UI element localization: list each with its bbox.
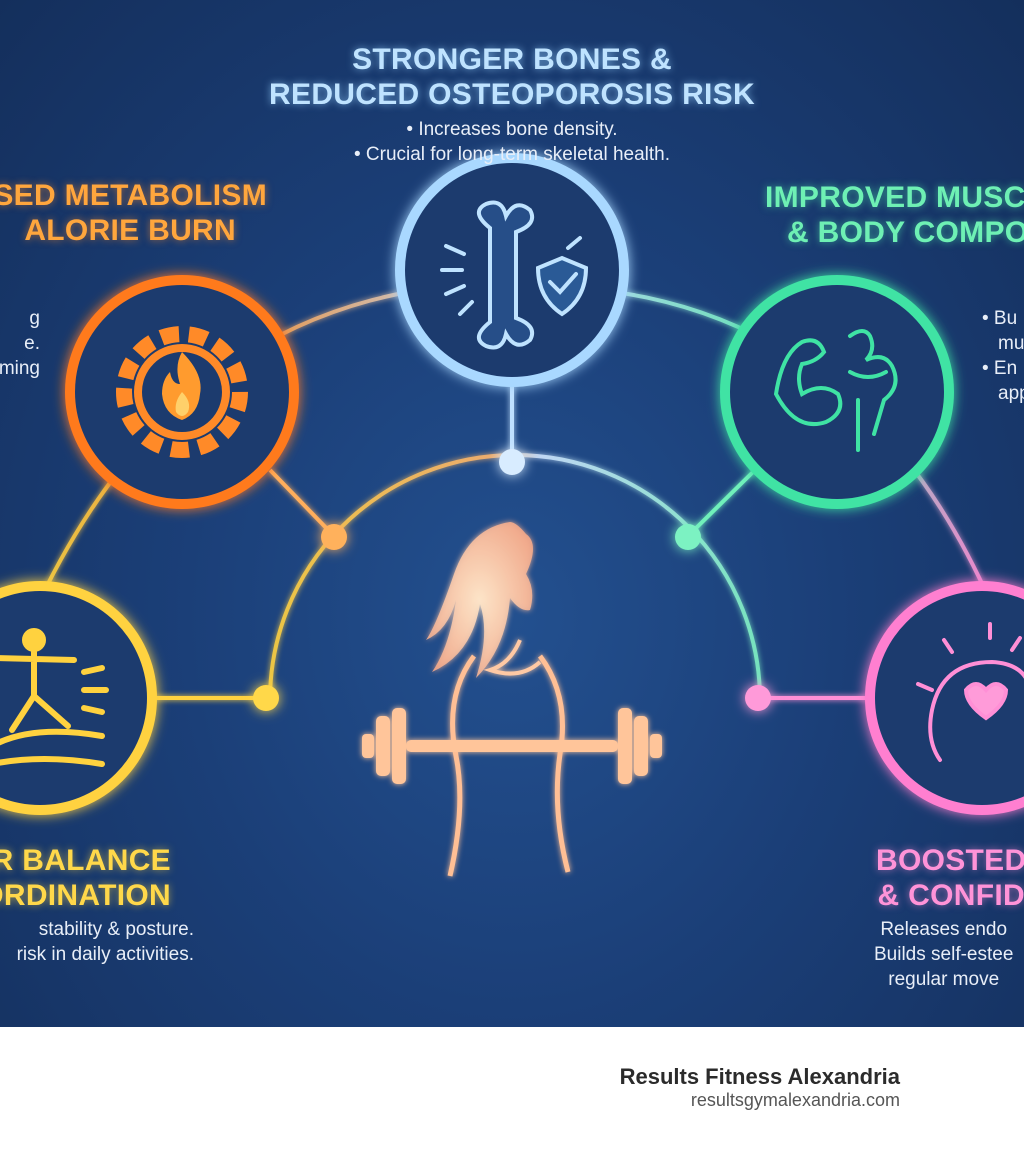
metabolism-bullet-1: g <box>29 308 40 329</box>
node-far-right <box>745 685 771 711</box>
metabolism-bullets: g e. ming <box>0 306 40 381</box>
infographic-artwork <box>0 153 1024 877</box>
muscle-bullet-2: mu <box>998 333 1024 354</box>
bones-badge <box>395 153 629 387</box>
balance-title: R BALANCE ORDINATION <box>0 843 171 913</box>
gear-flame-icon <box>116 326 248 458</box>
balance-figure-icon <box>0 628 109 767</box>
muscle-title-line2: & BODY COMPOS <box>787 216 1024 249</box>
node-far-left <box>253 685 279 711</box>
mood-bullet-1: Releases endo <box>880 919 1008 940</box>
metabolism-bullet-3: ming <box>0 358 40 379</box>
infographic-poster: STRONGER BONES & REDUCED OSTEOPOROSIS RI… <box>0 0 1024 1027</box>
balance-title-line2: ORDINATION <box>0 879 171 912</box>
brand-url[interactable]: resultsgymalexandria.com <box>690 1090 900 1110</box>
mood-badge <box>865 581 1024 815</box>
muscle-title: IMPROVED MUSC & BODY COMPOS <box>765 180 1024 250</box>
mood-title-line2: & CONFID <box>877 879 1024 912</box>
muscle-bullets: • Bu mu • En app <box>982 306 1024 406</box>
mood-bullet-3: regular move <box>888 969 1000 990</box>
link-right-top <box>686 468 757 538</box>
muscle-badge <box>720 275 954 509</box>
muscle-bullet-1: • Bu <box>982 308 1018 329</box>
muscle-bullet-3: • En <box>982 358 1018 379</box>
bones-title-line1: STRONGER BONES & <box>352 43 672 76</box>
balance-bullet-1: stability & posture. <box>38 919 194 940</box>
connector-nodes <box>253 449 771 711</box>
metabolism-badge <box>65 275 299 509</box>
dumbbell <box>362 708 662 784</box>
head-heart-icon <box>916 622 1024 762</box>
node-left <box>321 524 347 550</box>
bones-bullet-2: • Crucial for long-term skeletal health. <box>353 144 671 165</box>
metabolism-title: SED METABOLISM ALORIE BURN <box>0 178 267 248</box>
bone-shield-icon <box>440 200 589 350</box>
balance-badge <box>0 581 157 815</box>
mood-title: BOOSTED & CONFID <box>876 843 1024 913</box>
bones-bullets: • Increases bone density. • Crucial for … <box>0 117 1024 167</box>
mood-bullet-2: Builds self-estee <box>874 944 1014 965</box>
muscle-title-line1: IMPROVED MUSC <box>765 181 1024 214</box>
balance-title-line1: R BALANCE <box>0 844 171 877</box>
link-left-top <box>268 468 336 538</box>
metabolism-bullet-2: e. <box>24 333 40 354</box>
mood-title-line1: BOOSTED <box>876 844 1024 877</box>
bones-title-line2: REDUCED OSTEOPOROSIS RISK <box>269 78 755 111</box>
metabolism-title-line1: SED METABOLISM <box>0 179 267 212</box>
node-right <box>675 524 701 550</box>
muscle-bullet-4: app <box>998 383 1024 404</box>
flexed-arm-icon <box>773 329 898 452</box>
balance-bullet-2: risk in daily activities. <box>16 944 194 965</box>
balance-bullets: stability & posture. risk in daily activ… <box>17 917 194 967</box>
bones-title: STRONGER BONES & REDUCED OSTEOPOROSIS RI… <box>0 42 1024 112</box>
brand-name: Results Fitness Alexandria <box>619 1064 900 1089</box>
node-top <box>499 449 525 475</box>
metabolism-title-line2: ALORIE BURN <box>24 214 236 247</box>
woman-dumbbell-icon <box>362 522 662 877</box>
mood-bullets: Releases endo Builds self-estee regular … <box>874 917 1013 992</box>
bones-bullet-1: • Increases bone density. <box>406 119 618 140</box>
